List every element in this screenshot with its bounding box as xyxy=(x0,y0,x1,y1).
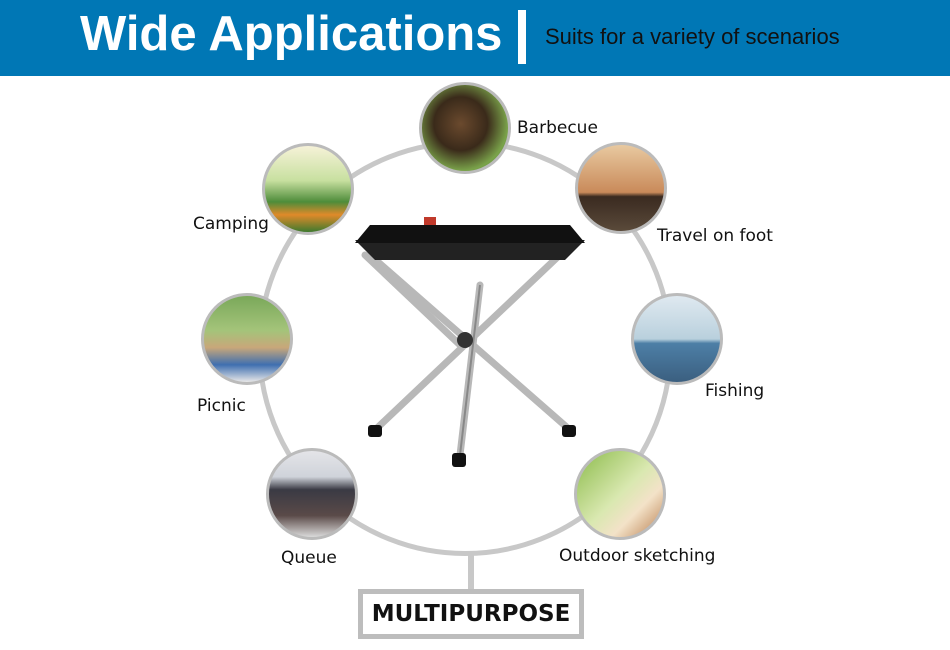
scenario-label-camping: Camping xyxy=(193,214,269,234)
scenario-label-fishing: Fishing xyxy=(705,381,765,401)
multipurpose-label: MULTIPURPOSE xyxy=(358,589,584,639)
header-banner: Wide Applications Suits for a variety of… xyxy=(0,0,950,76)
folding-stool-image xyxy=(355,217,585,467)
queue-photo xyxy=(266,448,358,540)
subtitle: Suits for a variety of scenarios xyxy=(545,24,840,49)
ring-connector xyxy=(468,554,474,590)
camping-photo xyxy=(262,143,354,235)
picnic-photo xyxy=(201,293,293,385)
scenario-label-sketching: Outdoor sketching xyxy=(559,546,716,566)
page-title: Wide Applications xyxy=(80,7,503,61)
scenario-label-queue: Queue xyxy=(281,548,337,568)
fishing-photo xyxy=(631,293,723,385)
scenario-label-picnic: Picnic xyxy=(197,396,246,416)
scenario-label-travel: Travel on foot xyxy=(657,226,773,246)
sketching-photo xyxy=(574,448,666,540)
divider xyxy=(518,10,526,64)
travel-photo xyxy=(575,142,667,234)
scenario-label-barbecue: Barbecue xyxy=(517,118,598,138)
barbecue-photo xyxy=(419,82,511,174)
